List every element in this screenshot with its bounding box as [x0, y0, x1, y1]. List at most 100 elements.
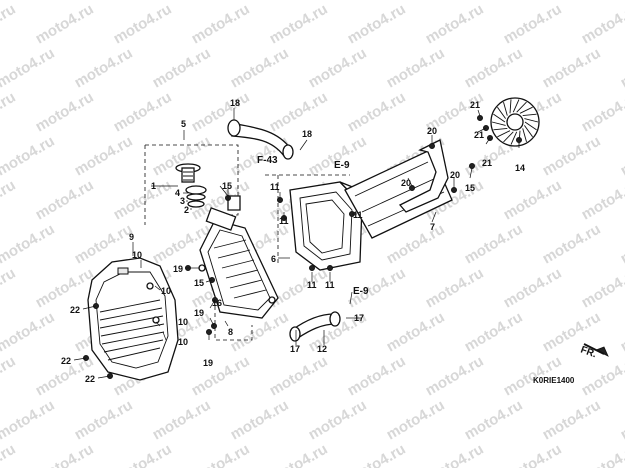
watermark-text: moto4.ru [345, 1, 409, 48]
watermark-text: moto4.ru [618, 221, 625, 268]
watermark-text: moto4.ru [72, 0, 136, 3]
bolt [308, 264, 315, 271]
watermark-text: moto4.ru [618, 133, 625, 180]
ref-e9-top: E-9 [334, 160, 350, 171]
bracket [398, 139, 449, 213]
watermark-text: moto4.ru [345, 353, 409, 400]
watermark-text: moto4.ru [423, 1, 487, 48]
fan-blade [497, 106, 506, 119]
callout-11: 11 [270, 182, 280, 192]
callout-18: 18 [302, 129, 312, 139]
callout-1: 1 [151, 181, 156, 191]
watermark-text: moto4.ru [0, 133, 58, 180]
watermark-text: moto4.ru [345, 441, 409, 468]
callout-2: 2 [184, 205, 189, 215]
bolt [428, 142, 435, 149]
watermark-text: moto4.ru [423, 441, 487, 468]
fan-blade [512, 99, 520, 113]
callout-22: 22 [61, 356, 71, 366]
watermark-text: moto4.ru [33, 177, 97, 224]
watermark-text: moto4.ru [540, 397, 604, 444]
watermark-text: moto4.ru [540, 45, 604, 92]
radiator-core [198, 195, 279, 319]
watermark-text: moto4.ru [189, 353, 253, 400]
watermark-text: moto4.ru [501, 441, 565, 468]
callout-9: 9 [129, 232, 134, 242]
watermark-text: moto4.ru [111, 89, 175, 136]
callout-21: 21 [474, 130, 484, 140]
callout-7: 7 [430, 222, 435, 232]
watermark-text: moto4.ru [228, 397, 292, 444]
callout-15: 15 [465, 183, 475, 193]
fan-blade [493, 113, 506, 123]
fan-blade [522, 128, 527, 143]
ref-f43: F-43 [257, 155, 278, 166]
bolt [476, 115, 483, 122]
watermark-text: moto4.ru [540, 133, 604, 180]
lower-hose [289, 311, 341, 342]
watermark-text: moto4.ru [111, 441, 175, 468]
watermark-text: moto4.ru [0, 353, 19, 400]
watermark-text: moto4.ru [501, 177, 565, 224]
watermark-text: moto4.ru [423, 265, 487, 312]
watermark-text: moto4.ru [0, 441, 19, 468]
callout-21: 21 [470, 100, 480, 110]
callout-10: 10 [161, 286, 171, 296]
watermark-text: moto4.ru [33, 1, 97, 48]
watermark-text: moto4.ru [72, 133, 136, 180]
callout-11: 11 [353, 210, 363, 220]
watermark-text: moto4.ru [462, 0, 526, 3]
watermark-text: moto4.ru [189, 1, 253, 48]
callout-22: 22 [85, 374, 95, 384]
fan-blade [524, 121, 537, 131]
callout-11: 11 [279, 216, 289, 226]
watermark-text: moto4.ru [150, 397, 214, 444]
bolt [276, 196, 283, 203]
radiator-cover [87, 257, 179, 381]
watermark-text: moto4.ru [306, 133, 370, 180]
callout-20: 20 [401, 178, 411, 188]
ref-e9-bottom: E-9 [353, 286, 369, 297]
leader-lines [73, 108, 520, 379]
watermark-text: moto4.ru [579, 353, 625, 400]
callout-20: 20 [427, 126, 437, 136]
watermark-text: moto4.ru [579, 89, 625, 136]
watermark-text: moto4.ru [267, 441, 331, 468]
watermark-text: moto4.ru [150, 45, 214, 92]
callout-3: 3 [180, 196, 185, 206]
callout-19: 19 [173, 264, 183, 274]
watermark-text: moto4.ru [267, 353, 331, 400]
callout-5: 5 [181, 119, 186, 129]
fan-blade [524, 118, 539, 123]
bolt [450, 186, 457, 193]
callout-11: 11 [325, 280, 335, 290]
watermark-text: moto4.ru [462, 45, 526, 92]
front-direction-indicator: FR. [579, 343, 609, 360]
watermark-text: moto4.ru [423, 353, 487, 400]
callout-10: 10 [178, 337, 188, 347]
callout-4: 4 [175, 188, 180, 198]
callout-15: 15 [194, 278, 204, 288]
watermark-text: moto4.ru [267, 89, 331, 136]
watermark-text: moto4.ru [306, 45, 370, 92]
callout-21: 21 [482, 158, 492, 168]
watermark-text: moto4.ru [618, 397, 625, 444]
watermark-text: moto4.ru [618, 45, 625, 92]
callout-22: 22 [70, 305, 80, 315]
watermark-text: moto4.ru [384, 0, 448, 3]
watermark-text: moto4.ru [462, 397, 526, 444]
watermark-text: moto4.ru [384, 309, 448, 356]
watermark-text: moto4.ru [33, 441, 97, 468]
watermark-text: moto4.ru [345, 89, 409, 136]
callout-19: 19 [194, 308, 204, 318]
callout-15: 15 [222, 181, 232, 191]
callout-16: 16 [212, 298, 222, 308]
thermostat [175, 163, 207, 208]
callout-17: 17 [354, 313, 364, 323]
upper-hose [227, 119, 294, 160]
watermark-text: moto4.ru [501, 265, 565, 312]
watermark-text: moto4.ru [579, 441, 625, 468]
watermark-text: moto4.ru [72, 45, 136, 92]
watermark-text: moto4.ru [228, 0, 292, 3]
